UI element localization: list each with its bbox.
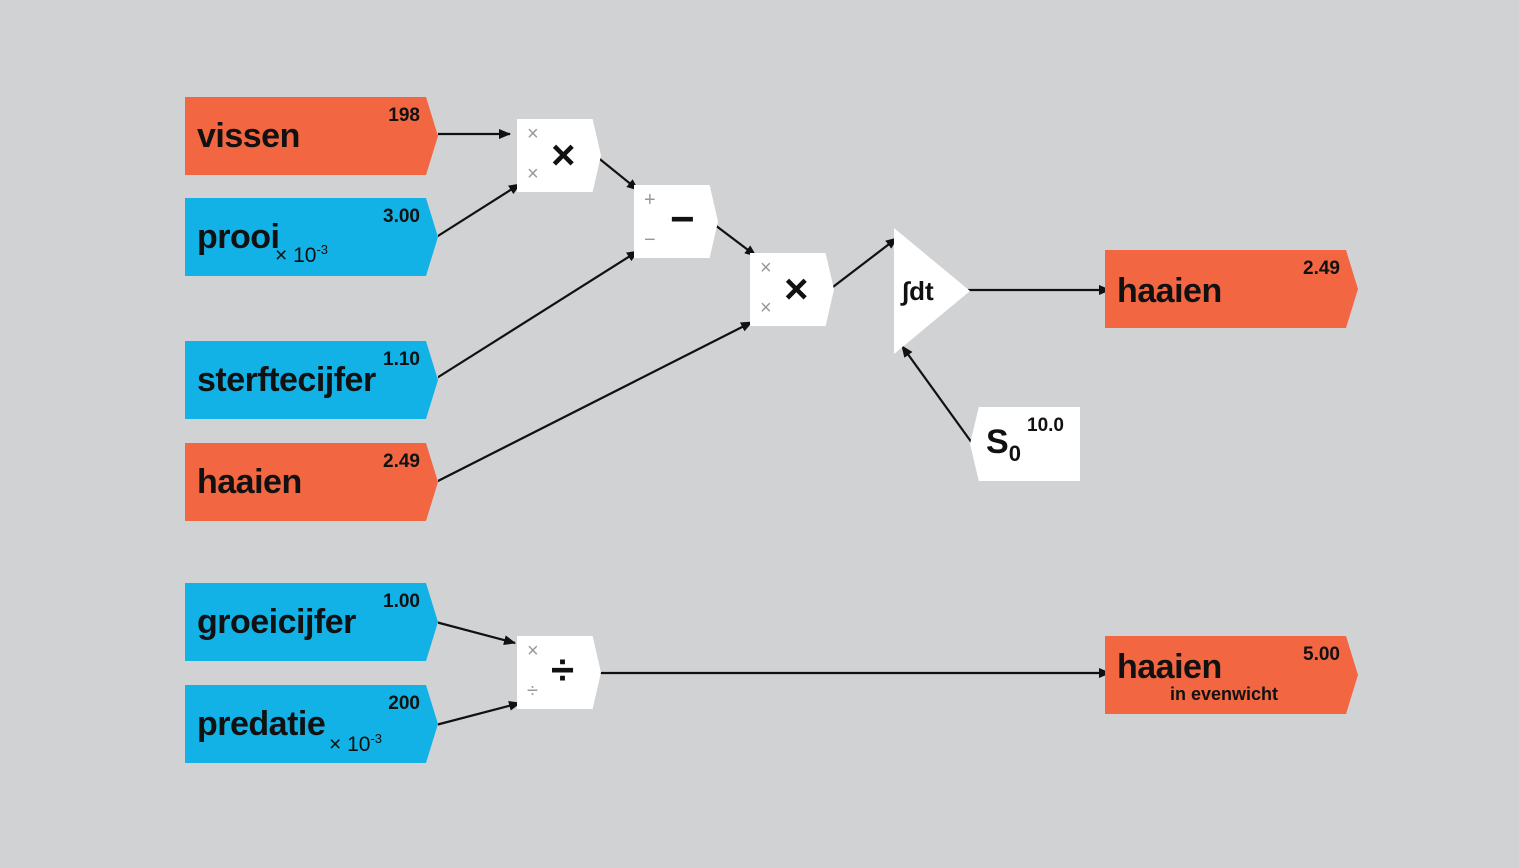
input-port-minus: − (644, 229, 656, 251)
wire-prooi-mult1 (429, 183, 521, 242)
s0-value: 10.0 (1027, 415, 1064, 436)
minus-icon: − (670, 195, 695, 242)
node-label: haaien (1117, 648, 1222, 686)
s0-label: S0 (986, 423, 1021, 466)
node-haaien-input[interactable]: haaien 2.49 (185, 443, 438, 521)
node-scale: × 10-3 (275, 242, 329, 267)
input-port-1: × (527, 123, 539, 145)
input-port-plus: + (644, 189, 656, 211)
node-value: 2.49 (1303, 258, 1340, 279)
wire-mult1-minus (595, 155, 639, 191)
divide-operator[interactable]: × ÷ ÷ (517, 636, 601, 709)
multiply-operator-1[interactable]: × × × (517, 119, 601, 192)
multiply-icon: × (551, 131, 576, 178)
integrator-block[interactable]: ∫dt (894, 228, 974, 354)
subtract-operator[interactable]: + − − (634, 185, 718, 258)
node-label: prooi (197, 218, 280, 256)
divide-icon: ÷ (551, 646, 575, 693)
node-label: sterftecijfer (197, 361, 376, 399)
wire-s0-integ (901, 345, 973, 444)
node-label: groeicijfer (197, 603, 356, 641)
node-value: 200 (388, 693, 420, 714)
integral-icon: ∫dt (900, 276, 934, 306)
node-value: 5.00 (1303, 644, 1340, 665)
node-prooi[interactable]: prooi 3.00 × 10-3 (185, 198, 438, 276)
wire-groei-div (431, 619, 516, 646)
wire-mult2-integ (828, 237, 898, 291)
input-port-denominator: ÷ (527, 680, 538, 702)
wire-sterfte-minus (431, 250, 639, 382)
node-value: 198 (388, 105, 420, 126)
wire-minus-mult2 (710, 221, 757, 257)
node-label: predatie (197, 705, 326, 743)
node-sterftecijfer[interactable]: sterftecijfer 1.10 (185, 341, 438, 419)
node-predatie[interactable]: predatie 200 × 10-3 (185, 685, 438, 763)
node-value: 1.00 (383, 591, 420, 612)
multiply-icon: × (784, 265, 809, 312)
node-haaien-output[interactable]: haaien 2.49 (1105, 250, 1358, 328)
node-value: 1.10 (383, 349, 420, 370)
wire-predatie-div (431, 700, 521, 728)
node-groeicijfer[interactable]: groeicijfer 1.00 (185, 583, 438, 661)
multiply-operator-2[interactable]: × × × (750, 253, 834, 326)
wire-haaien-mult2 (431, 321, 753, 485)
node-scale: × 10-3 (329, 731, 383, 756)
node-sublabel: in evenwicht (1170, 684, 1279, 704)
input-port-1: × (760, 257, 772, 279)
node-value: 2.49 (383, 451, 420, 472)
node-label: vissen (197, 117, 300, 155)
node-vissen[interactable]: vissen 198 (185, 97, 438, 175)
input-port-2: × (527, 163, 539, 185)
node-label: haaien (197, 463, 302, 501)
integrator-shape (894, 228, 970, 354)
node-value: 3.00 (383, 206, 420, 227)
input-port-2: × (760, 297, 772, 319)
input-port-numerator: × (527, 640, 539, 662)
node-label: haaien (1117, 272, 1222, 310)
initial-value-s0[interactable]: S0 10.0 (970, 407, 1080, 481)
node-haaien-evenwicht[interactable]: haaien in evenwicht 5.00 (1105, 636, 1358, 714)
